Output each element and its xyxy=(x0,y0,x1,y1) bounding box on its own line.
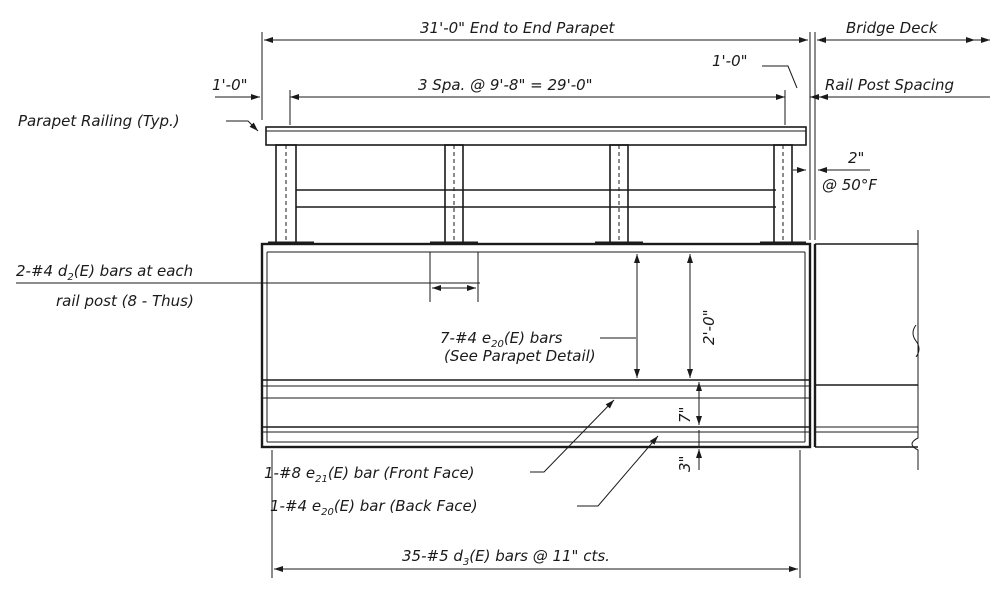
cover-dimension: 3" xyxy=(676,430,702,472)
e21-bar-label: 1-#8 e21(E) bar (Front Face) xyxy=(264,464,475,485)
rail-posts xyxy=(268,144,806,245)
d2-bars-line1: 2-#4 d2(E) bars at each xyxy=(16,262,193,283)
e20-back-face-callout: 1-#4 e20(E) bar (Back Face) xyxy=(270,435,659,518)
rail-post-4 xyxy=(760,144,806,245)
expansion-gap-value: 2" xyxy=(848,149,864,167)
left-end-offset-dimension: 1'-0" xyxy=(212,76,291,125)
left-end-offset-label: 1'-0" xyxy=(212,76,248,94)
rail-post-2 xyxy=(430,144,478,245)
parapet-railing-label: Parapet Railing (Typ.) xyxy=(18,112,180,130)
parapet-wall xyxy=(260,242,812,449)
bridge-deck-slab xyxy=(813,230,920,470)
rail-post-1 xyxy=(268,144,314,245)
post-spacing-label: 3 Spa. @ 9'-8" = 29'-0" xyxy=(418,76,593,94)
slab-depth-label: 7" xyxy=(676,407,694,423)
d3-bars-label: 35-#5 d3(E) bars @ 11" cts. xyxy=(402,547,610,568)
rail-post-spacing-dimension: Rail Post Spacing xyxy=(817,76,990,100)
d2-bars-callout: 2-#4 d2(E) bars at each rail post (8 - T… xyxy=(16,252,480,310)
d3-bars-dimension: 35-#5 d3(E) bars @ 11" cts. xyxy=(271,450,801,578)
bridge-deck-label: Bridge Deck xyxy=(846,19,939,37)
right-end-offset-dimension: 1'-0" xyxy=(712,52,819,100)
overall-length-label: 31'-0" End to End Parapet xyxy=(420,19,616,37)
parapet-height-label: 2'-0" xyxy=(700,309,718,345)
overall-length-dimension: 31'-0" End to End Parapet xyxy=(261,19,811,240)
parapet-railing xyxy=(265,126,807,208)
rail-post-3 xyxy=(595,144,643,245)
cover-label: 3" xyxy=(676,456,694,472)
e20-bars-line2: (See Parapet Detail) xyxy=(444,347,596,365)
right-end-offset-label: 1'-0" xyxy=(712,52,748,70)
e20-bars-callout: 7-#4 e20(E) bars (See Parapet Detail) xyxy=(440,329,636,365)
slab-depth-dimension: 7" xyxy=(676,382,702,425)
d2-bars-line2: rail post (8 - Thus) xyxy=(56,292,194,310)
e20-back-face-label: 1-#4 e20(E) bar (Back Face) xyxy=(270,497,478,518)
expansion-gap-callout: 2" @ 50°F xyxy=(793,149,877,194)
bridge-deck-dimension: Bridge Deck xyxy=(814,19,990,240)
post-spacing-dimension: 3 Spa. @ 9'-8" = 29'-0" xyxy=(290,76,786,125)
expansion-gap-temp: @ 50°F xyxy=(822,176,877,194)
parapet-height-dimension: 2'-0" xyxy=(634,254,718,378)
e21-bar-callout: 1-#8 e21(E) bar (Front Face) xyxy=(264,399,615,485)
e20-bars-line1: 7-#4 e20(E) bars xyxy=(440,329,563,350)
rail-post-spacing-label: Rail Post Spacing xyxy=(825,76,954,94)
parapet-railing-callout: Parapet Railing (Typ.) xyxy=(18,112,259,132)
